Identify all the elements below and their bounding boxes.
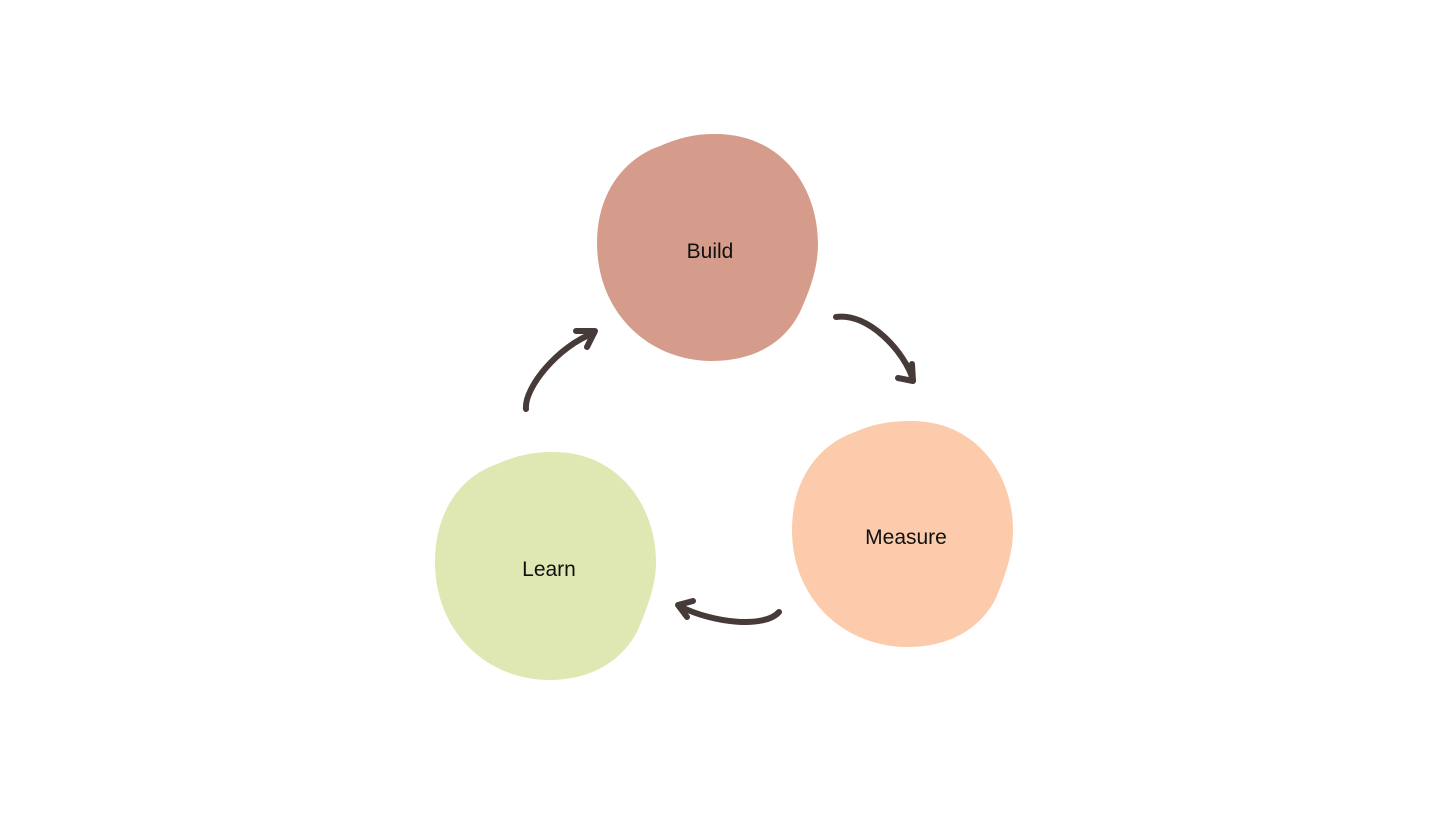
node-build: Build xyxy=(597,133,818,361)
arrow-learn-to-build-line xyxy=(522,330,597,412)
arrow-measure-to-learn-head xyxy=(675,598,696,620)
node-measure: Measure xyxy=(792,420,1013,647)
node-learn: Learn xyxy=(435,451,656,680)
node-build-blob xyxy=(597,133,818,361)
arrow-measure-to-learn xyxy=(675,598,782,625)
arrow-measure-to-learn-line xyxy=(676,603,782,625)
node-build-label: Build xyxy=(687,240,734,263)
arrow-build-to-measure xyxy=(833,313,916,384)
arrow-learn-to-build-head xyxy=(573,328,598,350)
node-learn-blob xyxy=(435,451,656,680)
node-learn-label: Learn xyxy=(522,558,576,581)
arrow-learn-to-build xyxy=(522,328,598,412)
node-measure-blob xyxy=(792,420,1013,647)
arrow-build-to-measure-head xyxy=(895,361,916,384)
node-measure-label: Measure xyxy=(865,526,947,549)
